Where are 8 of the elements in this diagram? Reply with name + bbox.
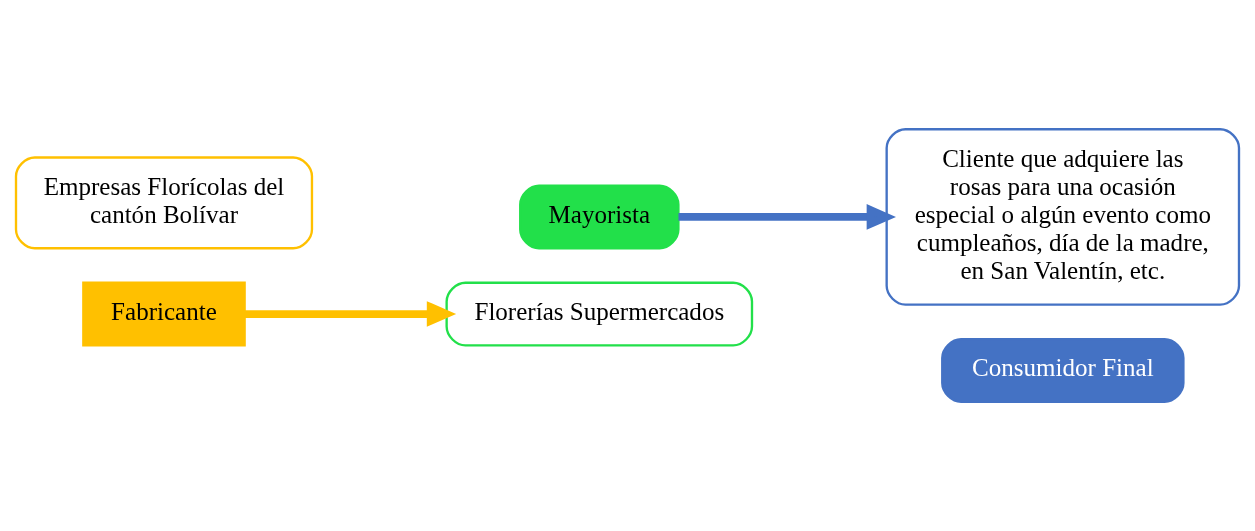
arrow <box>678 204 896 230</box>
node-box: Empresas Florícolas del cantón Bolívar <box>14 156 314 250</box>
arrow <box>244 301 457 327</box>
node-box: Mayorista <box>519 184 680 250</box>
node-box: Consumidor Final <box>941 337 1185 403</box>
node-box: Fabricante <box>82 281 246 347</box>
node-box: Florerías Supermercados <box>445 281 754 347</box>
node-box: Cliente que adquiere las rosas para una ocasión especial o algún evento como cumpleaños, día de la madre, en San Valentín, etc. <box>885 128 1241 306</box>
